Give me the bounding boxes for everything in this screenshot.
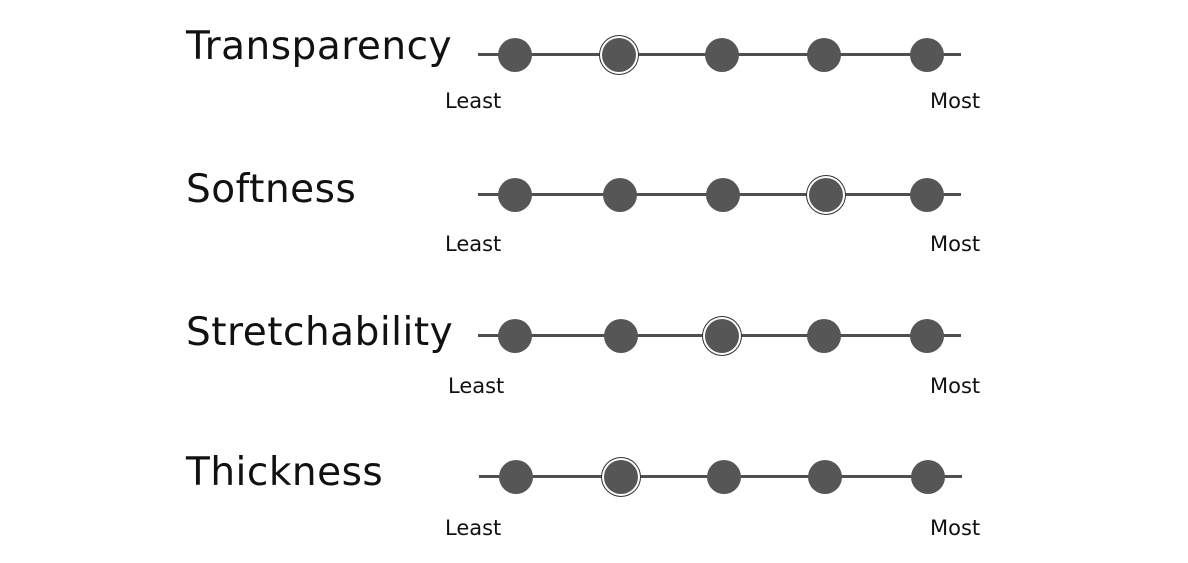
scale-point-4[interactable] [807,319,841,353]
scale-point-2[interactable] [604,460,638,494]
scale-min-label: Least [445,232,502,256]
scale-thickness: Thickness Least Most [0,423,1188,543]
scale-max-label: Most [930,516,981,540]
scale-point-2[interactable] [604,319,638,353]
scale-point-1[interactable] [498,38,532,72]
scale-label: Stretchability [186,310,454,355]
scale-point-3[interactable] [705,38,739,72]
scale-point-5[interactable] [911,460,945,494]
scale-point-5[interactable] [910,178,944,212]
scale-max-label: Most [930,232,981,256]
scale-softness: Softness Least Most [0,141,1188,261]
scale-min-label: Least [448,374,505,398]
scale-point-1[interactable] [498,319,532,353]
scale-point-2[interactable] [603,178,637,212]
scale-label: Thickness [186,450,384,495]
scale-point-5[interactable] [910,38,944,72]
scale-point-3[interactable] [706,178,740,212]
scale-label: Transparency [186,24,453,69]
scale-point-4[interactable] [807,38,841,72]
scale-stretchability: Stretchability Least Most [0,282,1188,402]
scale-transparency: Transparency Least Most [0,0,1188,120]
scale-min-label: Least [445,516,502,540]
scale-point-3[interactable] [705,319,739,353]
scale-point-4[interactable] [809,178,843,212]
scale-max-label: Most [930,374,981,398]
scale-label: Softness [186,167,357,212]
scale-point-1[interactable] [499,460,533,494]
scale-point-4[interactable] [808,460,842,494]
scale-point-1[interactable] [498,178,532,212]
scale-point-3[interactable] [707,460,741,494]
scale-max-label: Most [930,89,981,113]
scale-min-label: Least [445,89,502,113]
scale-point-2[interactable] [602,38,636,72]
scale-point-5[interactable] [910,319,944,353]
